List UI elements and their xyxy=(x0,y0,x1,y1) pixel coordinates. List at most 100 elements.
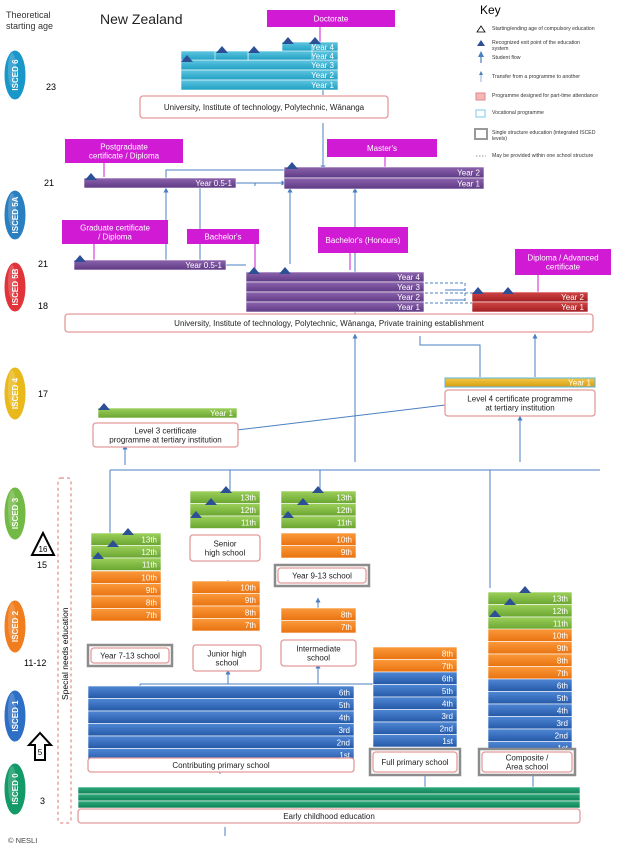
flow-line xyxy=(236,404,446,431)
institution-frame xyxy=(87,757,355,773)
exit-point-triangle-icon xyxy=(216,46,228,53)
age-labels: 23 21 21 18 17 15 11-12 3 xyxy=(24,82,56,806)
key-item-label: Single structure education (integrated I… xyxy=(492,130,596,142)
grade-bar: 3rd xyxy=(372,709,458,723)
bar-label: 8th xyxy=(557,656,568,665)
bar-label: 10th xyxy=(141,573,157,582)
isced-badge xyxy=(3,366,27,421)
bar-fill xyxy=(245,301,425,313)
bar-fill xyxy=(87,710,355,724)
isced-shine xyxy=(8,53,16,87)
bar-fill xyxy=(189,515,261,529)
exit-point-triangle-icon xyxy=(190,511,202,518)
bar-label: 5th xyxy=(442,687,453,696)
bar-label: 1st xyxy=(442,737,453,746)
grade-bar: 7th xyxy=(191,618,261,632)
bar-fill xyxy=(87,735,355,749)
isced-badge xyxy=(3,189,27,241)
bachelors-honours-label: Bachelor's (Honours) xyxy=(318,227,408,253)
key-item-label: Starting/ending age of compulsory educat… xyxy=(492,26,595,32)
bar-fill xyxy=(180,79,339,91)
special-needs-label: Special needs education xyxy=(60,607,70,700)
bar-label: Year 1 xyxy=(457,180,480,189)
bar-label: Year 2 xyxy=(311,71,334,80)
isced-oval: ISCED 2 xyxy=(3,599,27,654)
grade-bar: 5th xyxy=(487,691,573,705)
bar-fill xyxy=(87,723,355,737)
bar-fill xyxy=(87,685,355,699)
bar-fill xyxy=(280,545,357,559)
institution-label: University, Institute of technology, Pol… xyxy=(174,319,484,328)
grade-bar: 11th xyxy=(189,515,261,529)
bachelor-year-bar: Year 3 xyxy=(245,281,425,293)
institution-frame xyxy=(277,567,367,584)
key-item-label: Vocational programme xyxy=(492,110,544,116)
key-item: May be provided within one school struct… xyxy=(476,153,593,159)
grade-bar: 8th xyxy=(372,646,458,660)
bar-label: 11th xyxy=(241,518,256,527)
bar-label: 13th xyxy=(240,493,256,502)
masters-year-bar: Year 2 xyxy=(283,166,485,179)
age-label: 23 xyxy=(46,82,56,92)
exit-point-triangle-icon xyxy=(220,486,232,493)
institution-frame xyxy=(481,751,573,773)
grade-bar: 10th xyxy=(191,580,261,594)
bar-label: Year 4 xyxy=(397,273,420,282)
bar-label: Year 0.5-1 xyxy=(185,261,222,270)
exit-point-triangle-icon xyxy=(502,287,514,294)
postgrad-year-bar: Year 0.5-1 xyxy=(83,177,237,189)
university-top-box: University, Institute of technology, Pol… xyxy=(139,95,389,119)
grade-bar: 9th xyxy=(487,641,573,655)
doctorate-step xyxy=(214,50,249,61)
exit-point-triangle-icon xyxy=(92,552,104,559)
institution-frame xyxy=(372,751,458,773)
bar-fill xyxy=(77,793,581,802)
institution-frame xyxy=(64,313,594,333)
exit-point-triangle-icon xyxy=(248,267,260,274)
bar-fill xyxy=(280,620,357,634)
grade-bar: 4th xyxy=(372,696,458,710)
bar-label: 12th xyxy=(141,548,157,557)
bar-label: 8th xyxy=(146,598,157,607)
key-item: Single structure education (integrated I… xyxy=(474,128,596,142)
bar-label: 7th xyxy=(341,623,352,632)
bar-label: 9th xyxy=(341,548,352,557)
bar-fill xyxy=(73,259,227,271)
bar-label: 2nd xyxy=(440,724,453,733)
early-childhood-bar xyxy=(77,793,581,802)
age-label: 17 xyxy=(38,389,48,399)
isced-oval: ISCED 5A xyxy=(3,189,27,241)
isced-shine xyxy=(8,490,16,527)
exit-point-triangle-icon xyxy=(279,267,291,274)
programme-label-text: Master's xyxy=(367,144,397,153)
key-item: Student flow xyxy=(478,51,521,63)
doctorate-year-bar: Year 1 xyxy=(180,79,339,91)
institution-frame xyxy=(280,639,357,667)
bar-label: 11th xyxy=(142,560,157,569)
exit-point-triangle-icon xyxy=(122,528,134,535)
exit-point-triangle-icon xyxy=(519,586,531,593)
institution-label: Year 9-13 school xyxy=(292,572,352,581)
bar-label: Year 2 xyxy=(397,293,420,302)
bar-fill xyxy=(471,301,589,313)
exit-point-triangle-icon xyxy=(85,173,97,180)
grade-bar: 9th xyxy=(191,593,261,607)
key-item-label: Programme designed for part-time attenda… xyxy=(492,93,598,99)
grade-bar: 5th xyxy=(372,684,458,698)
age-label: 21 xyxy=(44,178,54,188)
exit-point-triangle-icon xyxy=(181,55,193,62)
exit-point-triangle-icon xyxy=(107,540,119,547)
age-label: 3 xyxy=(40,796,45,806)
grade-bar: 8th xyxy=(280,607,357,621)
doctorate-year-bar: Year 3 xyxy=(180,59,339,71)
isced-shine xyxy=(8,265,16,299)
exit-point-triangle-icon xyxy=(309,37,321,44)
programme-label-bg xyxy=(327,139,437,157)
